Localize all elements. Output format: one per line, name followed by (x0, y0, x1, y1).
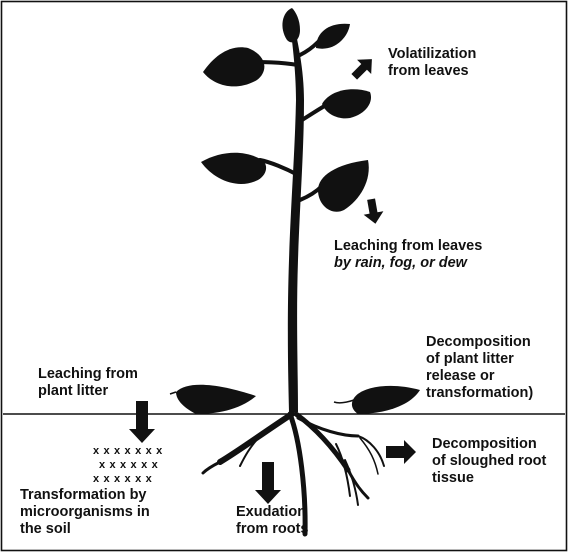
decomposition-root-label: Decomposition of sloughed root tissue (432, 436, 546, 487)
decomposition-root-line-2: of sloughed root (432, 453, 546, 470)
leaching-litter-line-1: Leaching from (38, 366, 138, 383)
exudation-arrow (255, 462, 281, 504)
litter-leaf-right (352, 386, 420, 414)
leaching-litter-label: Leaching from plant litter (38, 366, 138, 400)
volatilization-line-2: from leaves (388, 63, 476, 80)
decomposition-root-line-3: tissue (432, 470, 546, 487)
leaching-leaves-line-2: by rain, fog, or dew (334, 255, 482, 272)
leaching-leaves-dew: dew (439, 255, 467, 271)
volatilization-label: Volatilization from leaves (388, 46, 476, 80)
leaching-leaves-label: Leaching from leaves by rain, fog, or de… (334, 238, 482, 272)
exudation-label: Exudation from roots (236, 504, 309, 538)
leaching-leaves-fog: fog (390, 255, 413, 271)
decomposition-litter-line-2: of plant litter (426, 351, 533, 368)
leaching-leaves-sep2: , or (412, 255, 439, 271)
decomposition-root-line-1: Decomposition (432, 436, 546, 453)
decomposition-root-arrow (386, 440, 416, 464)
arrows (129, 52, 416, 504)
leaching-leaves-arrow (361, 197, 385, 225)
decomposition-litter-line-3: release or (426, 368, 533, 385)
microorganism-row-1: xxxxxxx (93, 445, 167, 457)
microorganism-row-2: xxxxxx (99, 459, 162, 471)
exudation-line-1: Exudation (236, 504, 309, 521)
transformation-line-2: microorganisms in (20, 504, 150, 521)
decomposition-litter-line-4: transformation) (426, 385, 533, 402)
decomposition-litter-line-1: Decomposition (426, 334, 533, 351)
microorganism-row-3: xxxxxx (93, 473, 156, 485)
leaf-top (282, 8, 300, 42)
volatilization-arrow (347, 52, 379, 84)
leaching-leaves-rain: rain (355, 255, 382, 271)
leaf-upper-right (316, 24, 350, 49)
leaching-litter-arrow (129, 401, 155, 443)
leaf-middle-left (201, 153, 266, 184)
leaf-upper-left (203, 47, 264, 86)
leaching-litter-line-2: plant litter (38, 383, 138, 400)
leaching-leaves-line-1: Leaching from leaves (334, 238, 482, 255)
leaching-leaves-sep1: , (382, 255, 390, 271)
volatilization-line-1: Volatilization (388, 46, 476, 63)
plant-stem (288, 14, 304, 412)
transformation-line-1: Transformation by (20, 487, 150, 504)
leaf-lower-right (318, 160, 369, 212)
exudation-line-2: from roots (236, 521, 309, 538)
leaching-leaves-by: by (334, 255, 355, 271)
transformation-line-3: the soil (20, 521, 150, 538)
transformation-label: Transformation by microorganisms in the … (20, 487, 150, 538)
decomposition-litter-label: Decomposition of plant litter release or… (426, 334, 533, 402)
litter-leaf-left (176, 385, 256, 414)
leaf-middle-right (322, 89, 371, 118)
